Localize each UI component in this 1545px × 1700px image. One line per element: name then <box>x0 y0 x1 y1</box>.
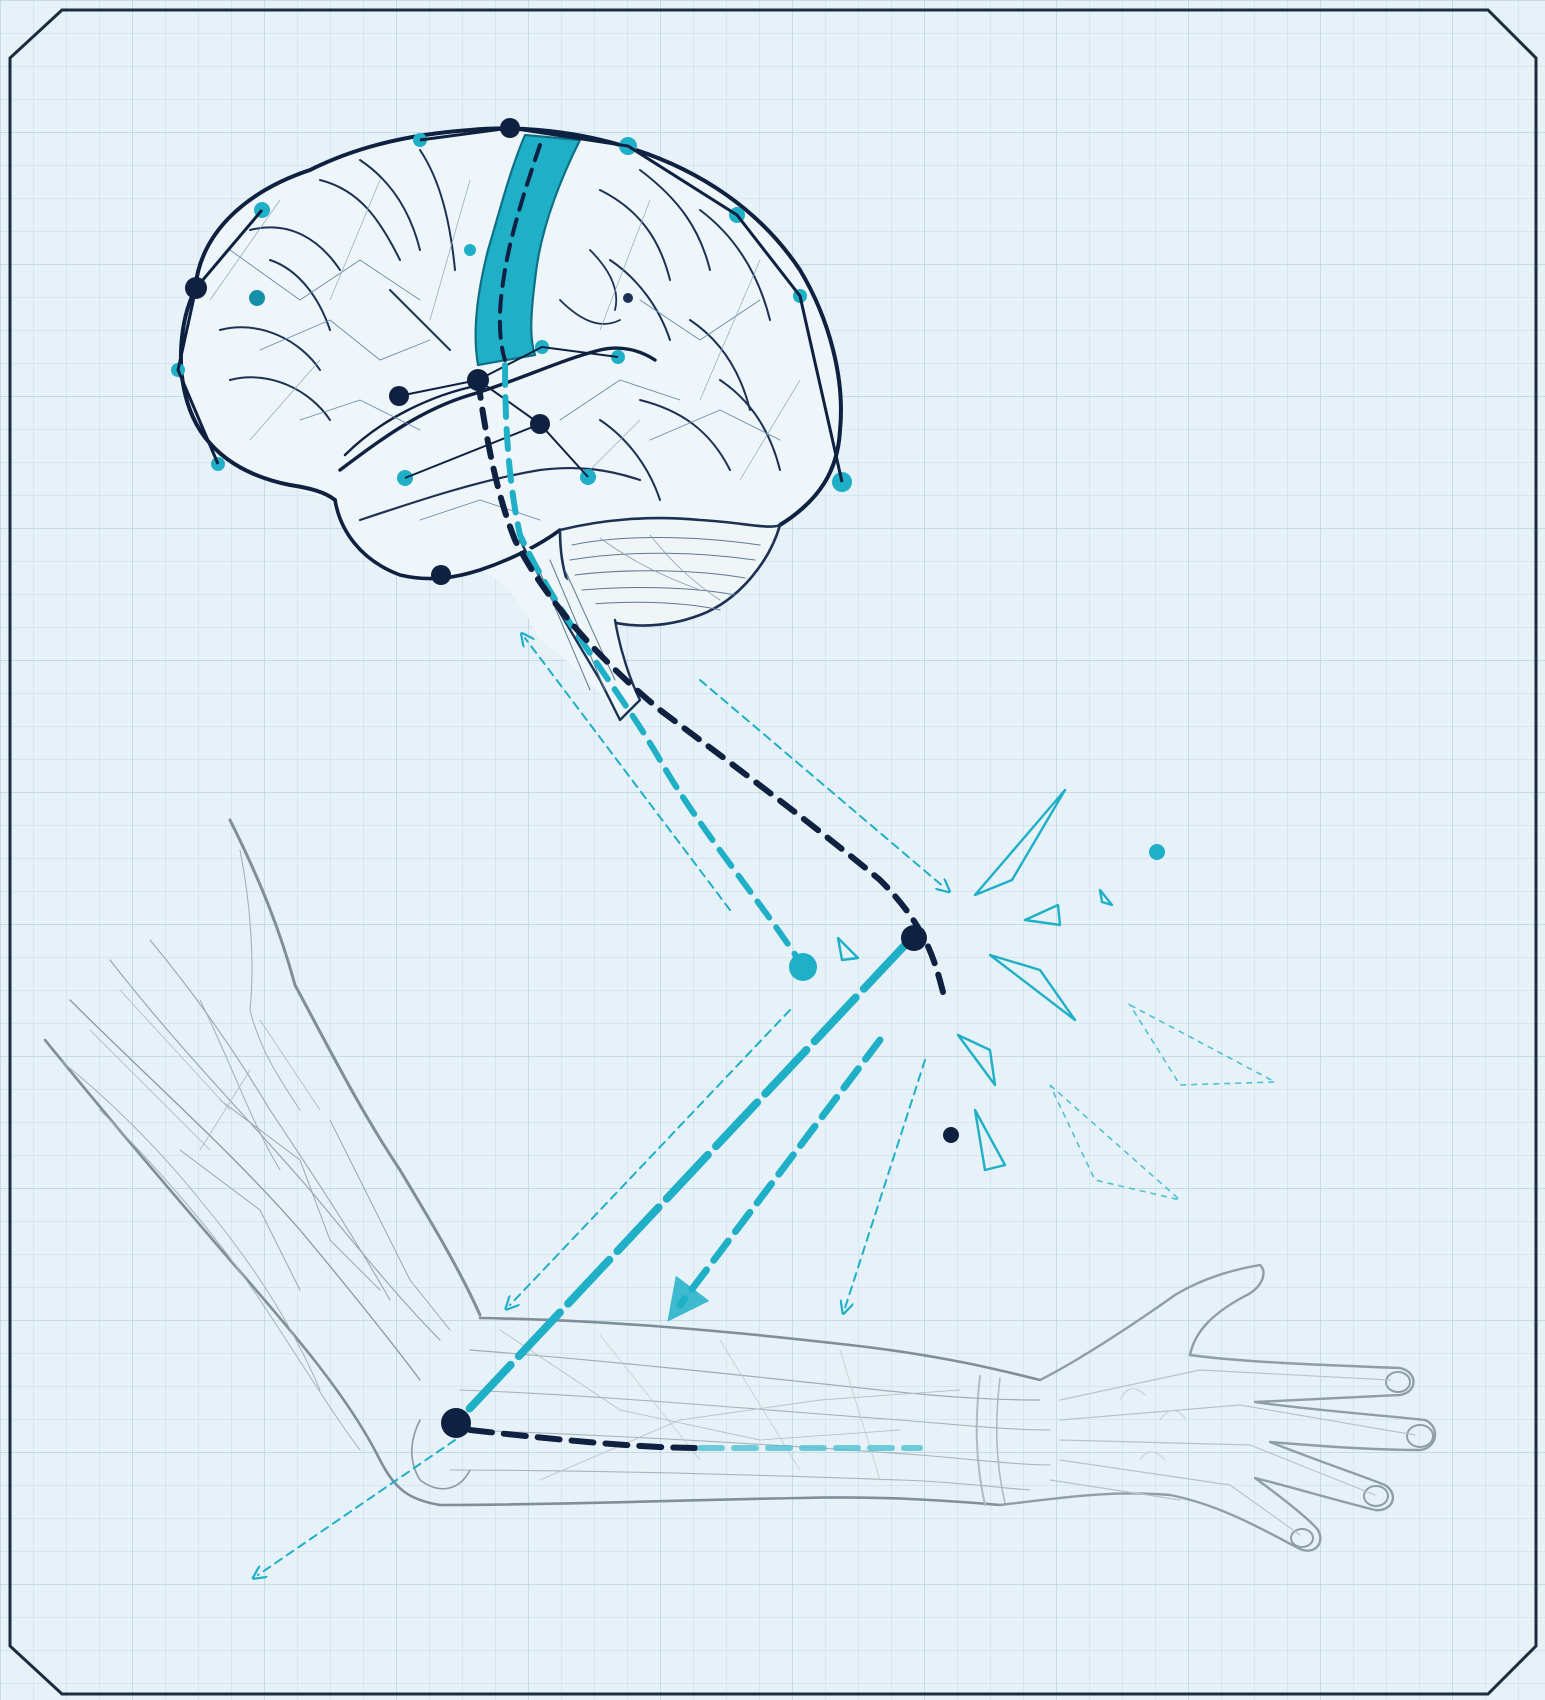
node-dot-icon <box>789 953 817 981</box>
node-dot-icon <box>441 1408 471 1438</box>
node-dot-icon <box>943 1127 959 1143</box>
node-dot-icon <box>623 293 633 303</box>
node-dot-icon <box>901 925 927 951</box>
node-dot-icon <box>431 565 451 585</box>
node-dot-icon <box>1149 844 1165 860</box>
node-dot-icon <box>464 244 476 256</box>
node-dot-icon <box>249 290 265 306</box>
